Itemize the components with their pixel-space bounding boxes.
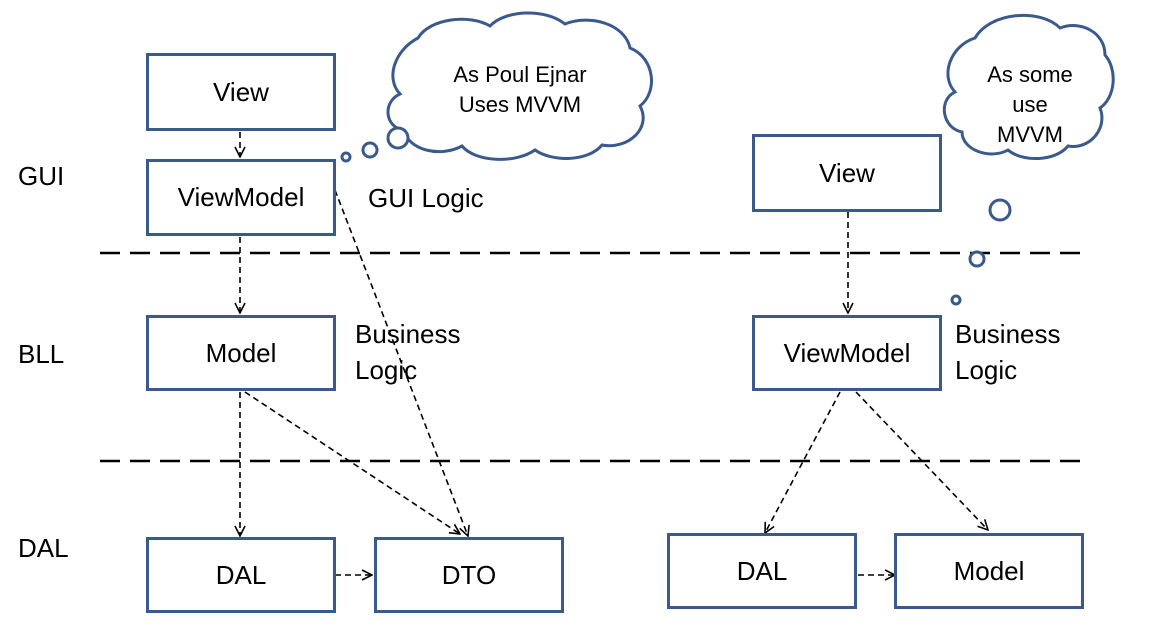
left-model-label: Model <box>205 337 277 368</box>
left-dto-box: DTO <box>374 537 564 613</box>
right-model-label: Model <box>953 555 1025 586</box>
layer-label-dal: DAL <box>18 533 69 563</box>
right-viewmodel-box: ViewModel <box>752 315 942 391</box>
right-viewmodel-label: ViewModel <box>783 337 911 368</box>
right-cloud-line1: As some <box>987 62 1073 87</box>
arrow-viewmodel-to-dal-right <box>765 391 841 533</box>
left-business-logic-line1: Business <box>355 319 461 349</box>
right-view-label: View <box>819 157 875 188</box>
right-business-logic-line2: Logic <box>955 355 1018 385</box>
layer-label-gui: GUI <box>18 161 65 191</box>
right-dal-label: DAL <box>736 555 788 586</box>
right-model-box: Model <box>894 533 1084 609</box>
left-dal-box: DAL <box>146 537 336 613</box>
left-viewmodel-box: ViewModel <box>146 159 336 236</box>
left-dal-label: DAL <box>215 559 267 590</box>
left-dto-label: DTO <box>441 559 497 590</box>
left-view-box: View <box>146 53 336 131</box>
thought-cloud-right <box>942 13 1115 306</box>
thought-cloud-left <box>340 11 653 163</box>
right-view-box: View <box>752 134 942 212</box>
arrow-viewmodel-to-dto-left <box>334 189 468 536</box>
left-business-logic-line2: Logic <box>355 355 418 385</box>
right-business-logic-line1: Business <box>955 319 1061 349</box>
right-cloud-line2: use <box>1012 92 1048 117</box>
right-cloud-line3: MVVM <box>997 122 1063 147</box>
left-cloud-line1: As Poul Ejnar <box>453 62 587 87</box>
left-view-label: View <box>213 76 269 107</box>
left-viewmodel-label: ViewModel <box>177 182 305 212</box>
right-dal-box: DAL <box>667 533 857 609</box>
layer-label-bll: BLL <box>18 339 65 369</box>
left-model-box: Model <box>146 315 336 391</box>
left-gui-logic-label: GUI Logic <box>368 183 484 213</box>
arrow-viewmodel-to-model-right <box>855 391 988 530</box>
arrow-model-to-dto-left <box>244 391 460 534</box>
left-cloud-line2: Uses MVVM <box>458 92 582 117</box>
